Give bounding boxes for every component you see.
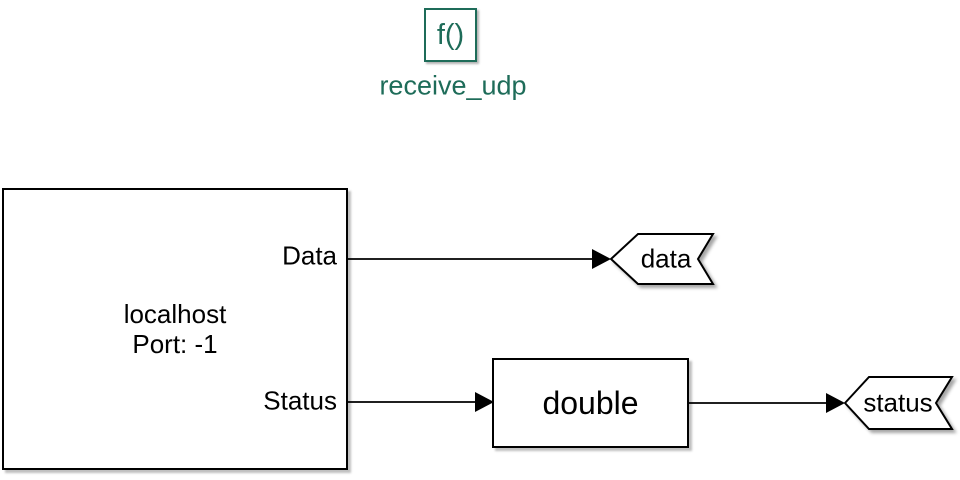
- data-type-conversion-block[interactable]: double: [492, 358, 689, 448]
- udp-receive-block[interactable]: localhost Port: -1: [2, 188, 348, 470]
- function-call-icon: f(): [436, 18, 465, 51]
- udp-host-line: localhost: [123, 299, 227, 329]
- arrowhead-icon: [592, 249, 611, 269]
- port-label-status: Status: [263, 385, 337, 416]
- conversion-block-label: double: [542, 384, 639, 421]
- udp-port-line: Port: -1: [132, 329, 218, 359]
- simulink-function-badge[interactable]: f(): [424, 8, 477, 62]
- arrowhead-icon: [475, 392, 494, 412]
- function-name-label[interactable]: receive_udp: [379, 70, 527, 101]
- arrowhead-icon: [826, 393, 845, 413]
- output-tag-status[interactable]: [843, 376, 954, 430]
- output-tag-data[interactable]: [609, 233, 715, 285]
- udp-block-title: localhost Port: -1: [124, 299, 227, 359]
- port-label-data: Data: [282, 240, 337, 271]
